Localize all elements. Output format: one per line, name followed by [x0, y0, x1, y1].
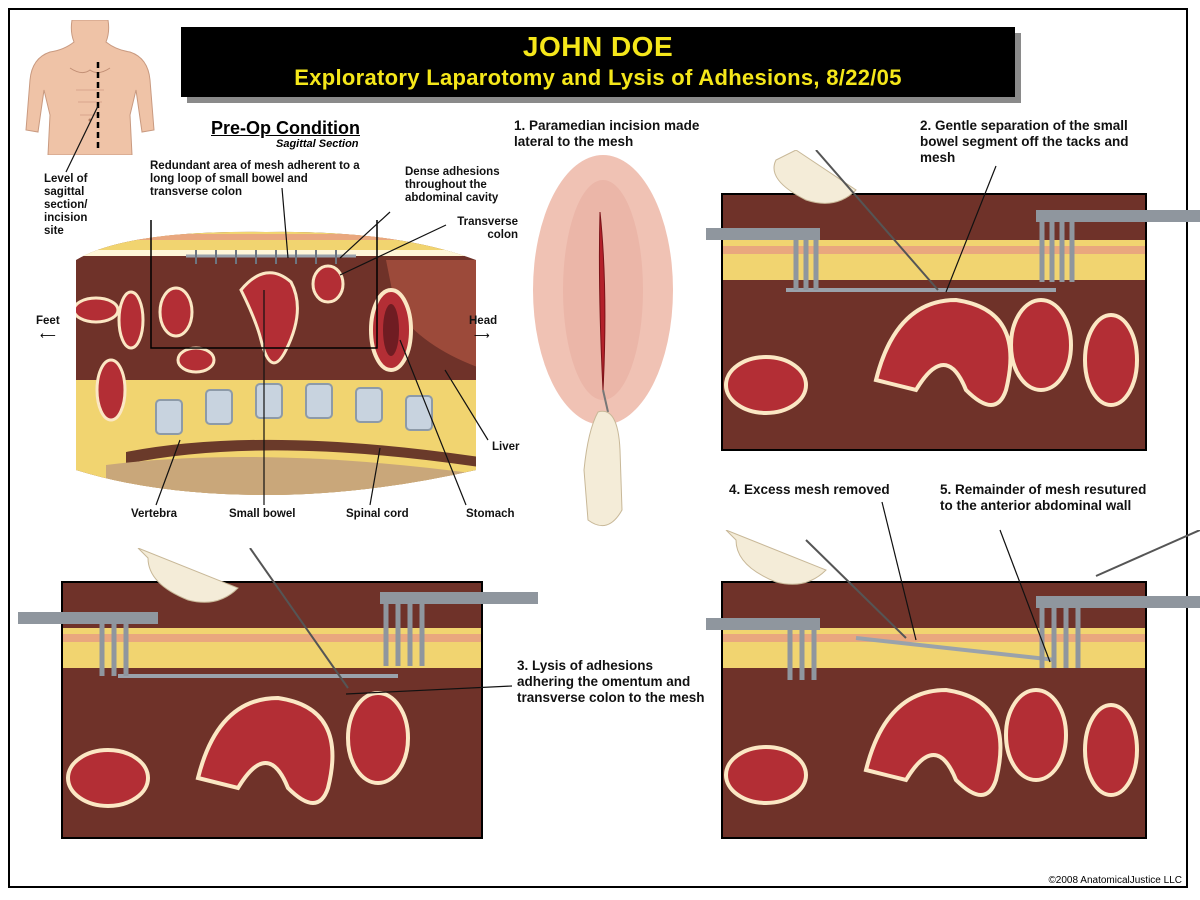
small-bowel-label: Small bowel [229, 508, 296, 520]
copyright: ©2008 AnatomicalJustice LLC [1048, 875, 1182, 886]
page-border [8, 8, 1188, 888]
step-3-caption: 3. Lysis of adhesions adhering the oment… [517, 658, 705, 705]
step-2-caption: 2. Gentle separation of the small bowel … [920, 118, 1129, 165]
incision-illustration [533, 155, 673, 527]
title-banner: JOHN DOE Exploratory Laparotomy and Lysi… [181, 27, 1015, 97]
transverse-colon-annotation: Transverse colon [457, 216, 518, 241]
step-1-caption: 1. Paramedian incision made lateral to t… [514, 118, 700, 149]
preop-title: Pre-Op Condition [211, 118, 360, 138]
vertebra-label: Vertebra [131, 508, 178, 520]
left-arrow-icon: ⟵ [40, 330, 56, 342]
step-5-caption: 5. Remainder of mesh resutured to the an… [940, 482, 1147, 513]
torso-illustration [25, 20, 155, 155]
step-4-caption: 4. Excess mesh removed [729, 482, 890, 497]
spinal-cord-label: Spinal cord [346, 508, 409, 520]
step-2-illustration [706, 150, 1200, 451]
section-level-label: Level of sagittal section/ incision site [44, 173, 88, 237]
preop-sagittal-section [76, 220, 476, 495]
mesh-annotation: Redundant area of mesh adherent to a lon… [150, 160, 360, 198]
step-4-5-illustration [706, 530, 1200, 839]
patient-name: JOHN DOE [522, 31, 674, 62]
liver-label: Liver [492, 441, 520, 453]
preop-subtitle: Sagittal Section [276, 138, 359, 150]
procedure-title: Exploratory Laparotomy and Lysis of Adhe… [294, 65, 902, 90]
step-3-illustration [18, 548, 538, 839]
stomach-label: Stomach [466, 508, 515, 520]
head-label: Head [469, 315, 498, 327]
feet-label: Feet [36, 315, 60, 327]
right-arrow-icon: ⟶ [474, 330, 490, 342]
dense-adhesions-annotation: Dense adhesions throughout the abdominal… [405, 166, 500, 204]
